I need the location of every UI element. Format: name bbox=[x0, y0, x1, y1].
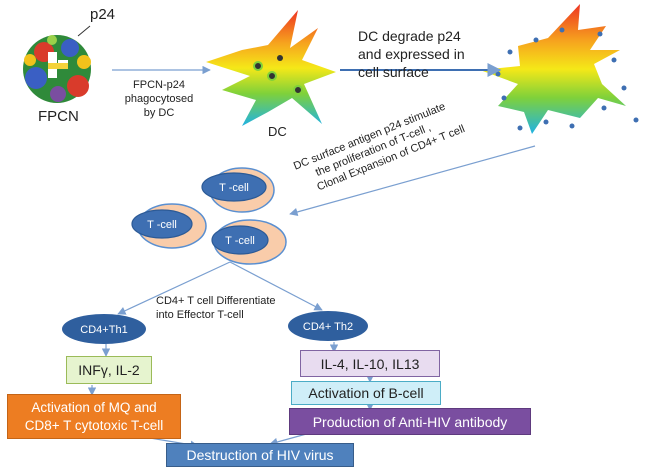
activation-mq-box: Activation of MQ and CD8+ T cytotoxic T-… bbox=[7, 394, 181, 439]
degrade-text: DC degrade p24 and expressed in cell sur… bbox=[358, 27, 465, 81]
th1-label: CD4+Th1 bbox=[80, 324, 127, 336]
cytokines-th2-text: IL-4, IL-10, IL13 bbox=[320, 355, 420, 372]
dendritic-cell-1 bbox=[206, 10, 336, 126]
differentiate-line-1: CD4+ T cell Differentiate bbox=[156, 295, 276, 307]
tcell-label-1: T -cell bbox=[219, 182, 249, 194]
tcell-label-2: T -cell bbox=[147, 219, 177, 231]
activation-bcell-box: Activation of B-cell bbox=[291, 381, 441, 405]
cytokines-th1-box: INFγ, IL-2 bbox=[66, 356, 152, 384]
degrade-line-1: DC degrade p24 bbox=[358, 28, 461, 44]
phagocytosed-line-2: phagocytosed bbox=[124, 93, 194, 105]
p24-pointer-line bbox=[77, 25, 91, 37]
degrade-line-2: and expressed in bbox=[358, 46, 465, 62]
th2-oval bbox=[288, 311, 368, 341]
differentiate-line-2: into Effector T-cell bbox=[156, 309, 244, 321]
production-box: Production of Anti-HIV antibody bbox=[289, 408, 531, 435]
destruction-box: Destruction of HIV virus bbox=[166, 443, 354, 467]
activation-mq-line-1: Activation of MQ and bbox=[31, 399, 157, 415]
activation-bcell-text: Activation of B-cell bbox=[308, 385, 424, 401]
cytokines-th2-box: IL-4, IL-10, IL13 bbox=[300, 350, 440, 377]
dendritic-cell-2 bbox=[480, 4, 639, 134]
p24-antigen-icon bbox=[48, 52, 68, 78]
phagocytosed-text: FPCN-p24 phagocytosed by DC bbox=[116, 78, 202, 120]
th2-label: CD4+ Th2 bbox=[303, 321, 353, 333]
fpcn-label: FPCN bbox=[38, 108, 79, 125]
fpcn-particle bbox=[23, 35, 91, 103]
arrow-dc-to-tcells bbox=[289, 145, 536, 217]
p24-label: p24 bbox=[90, 6, 116, 23]
tcell-label-3: T -cell bbox=[225, 235, 255, 247]
tcell-cluster: T -cell T -cell T -cell bbox=[131, 167, 287, 265]
dc-label: DC bbox=[268, 124, 287, 139]
phagocytosed-line-3: by DC bbox=[143, 107, 175, 119]
phagocytosed-line-1: FPCN-p24 bbox=[133, 79, 185, 91]
activation-mq-line-2: CD8+ T cytotoxic T-cell bbox=[24, 417, 164, 433]
cytokines-th1-text: INFγ, IL-2 bbox=[78, 362, 140, 378]
production-text: Production of Anti-HIV antibody bbox=[312, 413, 508, 430]
destruction-text: Destruction of HIV virus bbox=[186, 447, 334, 463]
th1-oval bbox=[62, 314, 146, 344]
degrade-line-3: cell surface bbox=[358, 64, 429, 80]
arrow-tcells-to-th1 bbox=[117, 261, 231, 315]
differentiate-text: CD4+ T cell Differentiate into Effector … bbox=[156, 294, 276, 322]
arrow-tcells-to-th2 bbox=[229, 261, 323, 311]
